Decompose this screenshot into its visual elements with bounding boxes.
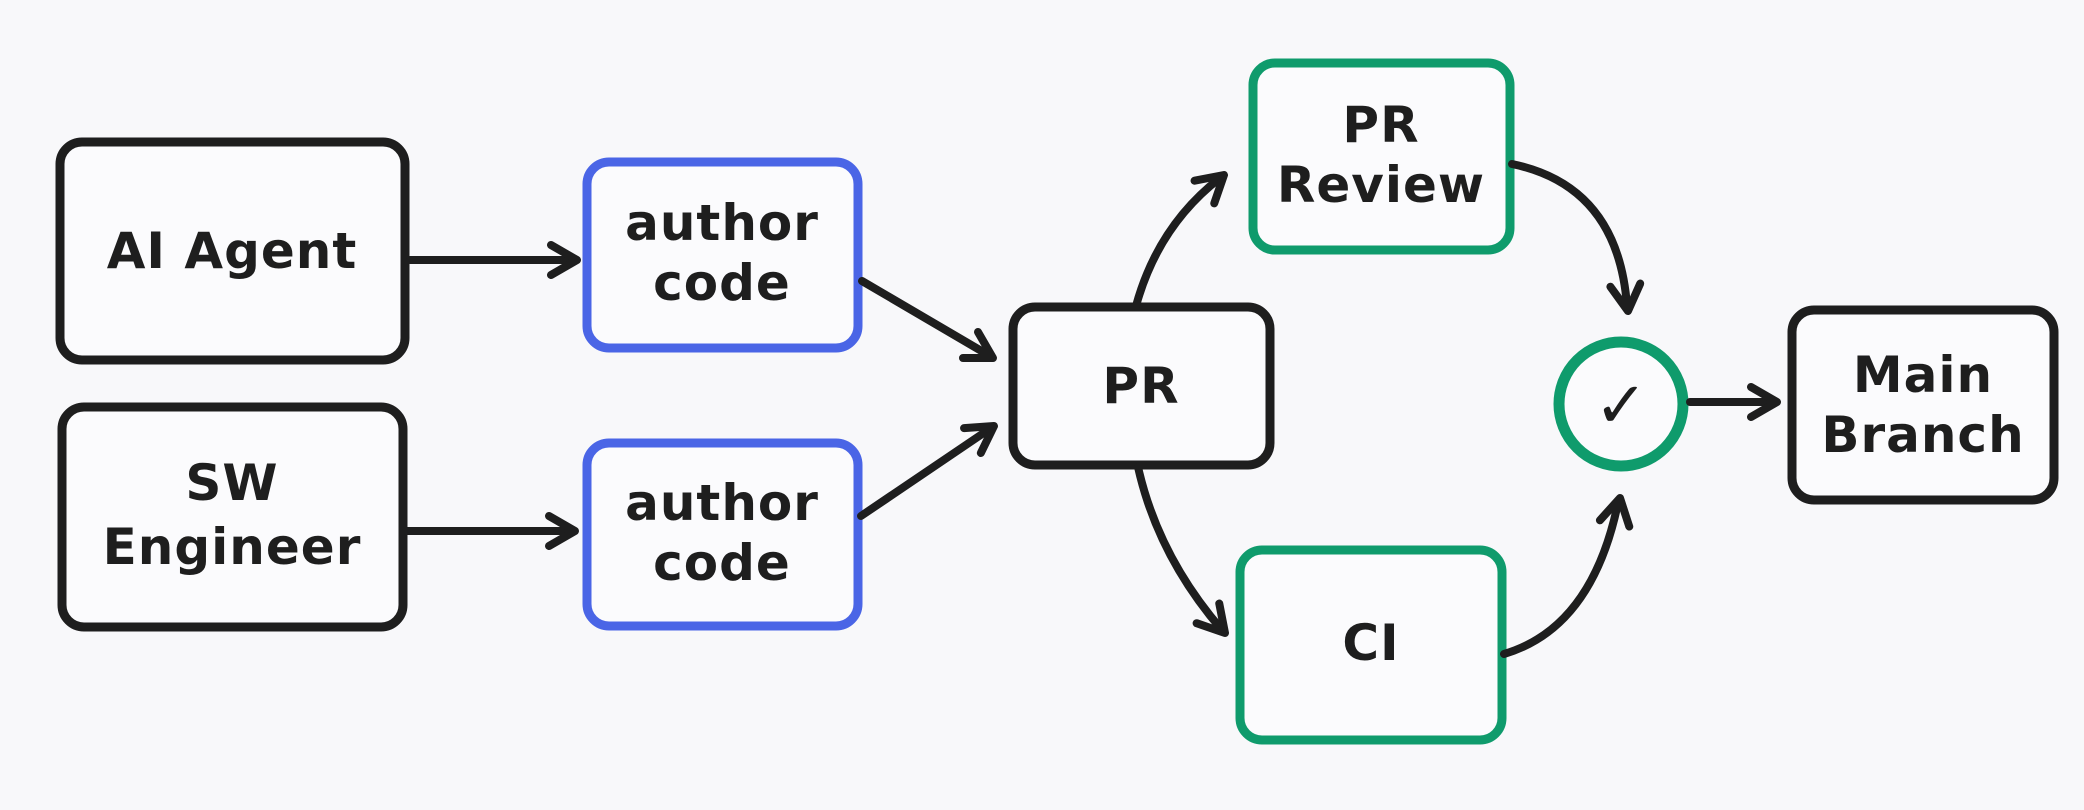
- author-code-bottom-label-line2: code: [653, 534, 791, 592]
- main-branch-box: [1787, 305, 2059, 505]
- node-ai-agent: AI Agent: [55, 137, 410, 365]
- arrow-ci-to-check: [1500, 494, 1634, 658]
- sw-engineer-label-line1: SW: [185, 454, 278, 512]
- author-code-bottom-label-line1: author: [625, 474, 819, 532]
- author-code-bottom-box: [582, 438, 863, 631]
- check-icon: ✓: [1594, 369, 1648, 443]
- pr-review-label-line1: PR: [1342, 96, 1419, 154]
- sw-engineer-label-line2: Engineer: [103, 518, 362, 576]
- arrow-pr-to-pr-review: [1132, 171, 1228, 310]
- arrow-author-code-bottom-to-pr: [857, 422, 998, 520]
- node-pr-review: PR Review: [1248, 58, 1515, 255]
- ci-box: [1235, 545, 1507, 745]
- author-code-top-box: [582, 157, 863, 353]
- pr-review-box: [1248, 58, 1515, 255]
- node-pr: PR: [1008, 302, 1275, 470]
- main-branch-label-line2: Branch: [1821, 406, 2024, 464]
- author-code-top-label-line2: code: [653, 254, 791, 312]
- arrow-author-code-top-to-pr: [858, 277, 997, 362]
- ci-label: CI: [1342, 614, 1399, 672]
- sw-engineer-box: [57, 402, 408, 632]
- ai-agent-label: AI Agent: [107, 222, 358, 280]
- check-circle: [1553, 336, 1689, 472]
- node-check: ✓: [1553, 336, 1689, 472]
- node-author-code-top: author code: [582, 157, 863, 353]
- main-branch-label-line1: Main: [1853, 346, 1993, 404]
- node-sw-engineer: SW Engineer: [57, 402, 408, 632]
- pr-review-label-line2: Review: [1277, 156, 1485, 214]
- pr-box: [1008, 302, 1275, 470]
- arrow-pr-review-to-check: [1508, 160, 1645, 315]
- author-code-top-label-line1: author: [625, 194, 819, 252]
- node-ci: CI: [1235, 545, 1507, 745]
- ai-agent-box: [55, 137, 410, 365]
- arrow-sw-engineer-to-author-code: [402, 512, 579, 550]
- arrow-ai-agent-to-author-code: [406, 241, 581, 279]
- node-main-branch: Main Branch: [1787, 305, 2059, 505]
- arrow-pr-to-ci: [1134, 463, 1229, 637]
- arrow-check-to-main-branch: [1686, 383, 1781, 421]
- pr-label: PR: [1102, 357, 1179, 415]
- node-author-code-bottom: author code: [582, 438, 863, 631]
